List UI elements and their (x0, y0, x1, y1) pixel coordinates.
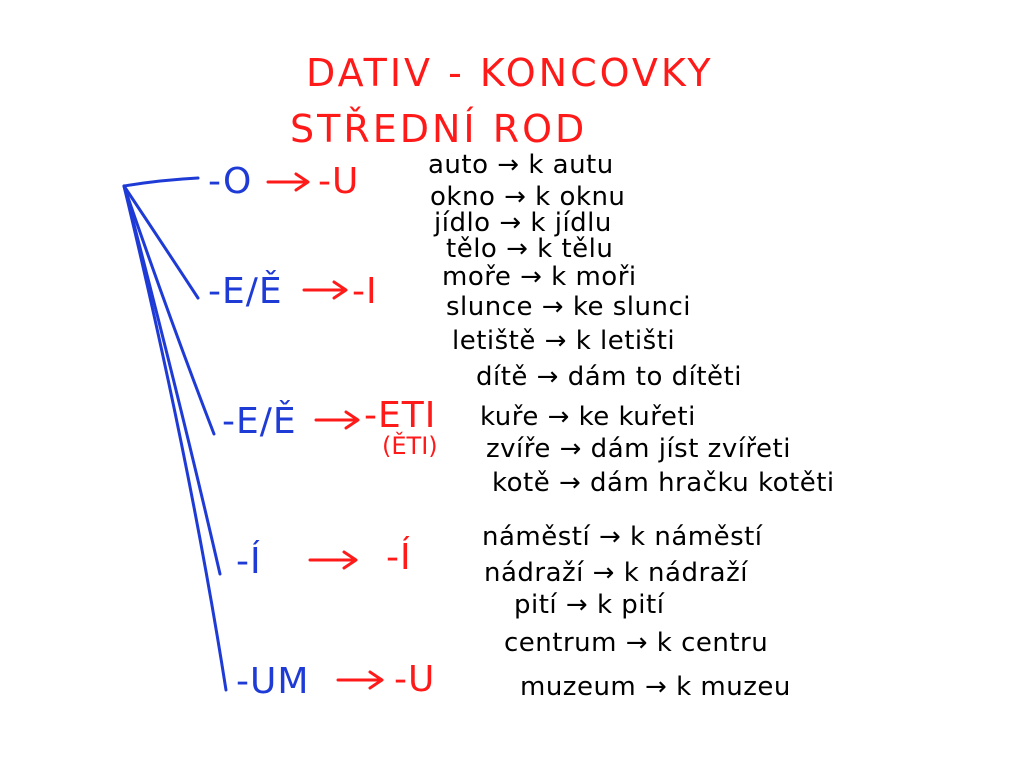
target-ending-i: -I (352, 271, 378, 312)
arrow-e1 (302, 280, 348, 300)
source-ending-e-2: -E/Ě (222, 401, 297, 442)
page-subtitle: STŘEDNÍ ROD (290, 107, 588, 151)
example-line: centrum → k centru (504, 628, 769, 658)
example-line: nádraží → k nádraží (484, 558, 748, 588)
example-line: muzeum → k muzeu (520, 672, 791, 702)
source-ending-long-i: -Í (236, 541, 262, 582)
example-line: tělo → k tělu (446, 234, 614, 264)
example-line: náměstí → k náměstí (482, 522, 763, 552)
example-line: auto → k autu (428, 150, 614, 180)
source-ending-e: -E/Ě (208, 271, 283, 312)
example-line: okno → k oknu (430, 182, 626, 212)
target-ending-u: -U (318, 161, 360, 202)
branch-line-o (122, 176, 200, 188)
example-line: kuře → ke kuřeti (480, 402, 696, 432)
page-title: DATIV - KONCOVKY (306, 51, 714, 95)
source-ending-um: -UM (236, 661, 310, 702)
example-line: zvíře → dám jíst zvířeti (486, 434, 791, 464)
target-ending-eti: -ETI (364, 395, 437, 436)
arrow-e2 (314, 410, 360, 430)
target-ending-u-2: -U (394, 659, 436, 700)
example-line: dítě → dám to dítěti (476, 362, 742, 392)
example-line: kotě → dám hračku kotěti (492, 468, 835, 498)
arrow-i (308, 550, 358, 570)
example-line: jídlo → k jídlu (434, 208, 612, 238)
target-ending-note: (ĚTI) (382, 432, 438, 460)
branch-line-e1 (122, 184, 200, 300)
source-ending-o: -O (208, 161, 253, 202)
branch-line-e2 (122, 184, 216, 436)
target-ending-long-i: -Í (386, 537, 412, 578)
example-line: letiště → k letišti (452, 326, 676, 356)
example-line: pití → k pití (514, 590, 665, 620)
branch-line-um (122, 184, 228, 692)
example-line: slunce → ke slunci (446, 292, 691, 322)
arrow-o (266, 172, 310, 192)
arrow-um (336, 670, 384, 690)
example-line: moře → k moři (442, 262, 637, 292)
